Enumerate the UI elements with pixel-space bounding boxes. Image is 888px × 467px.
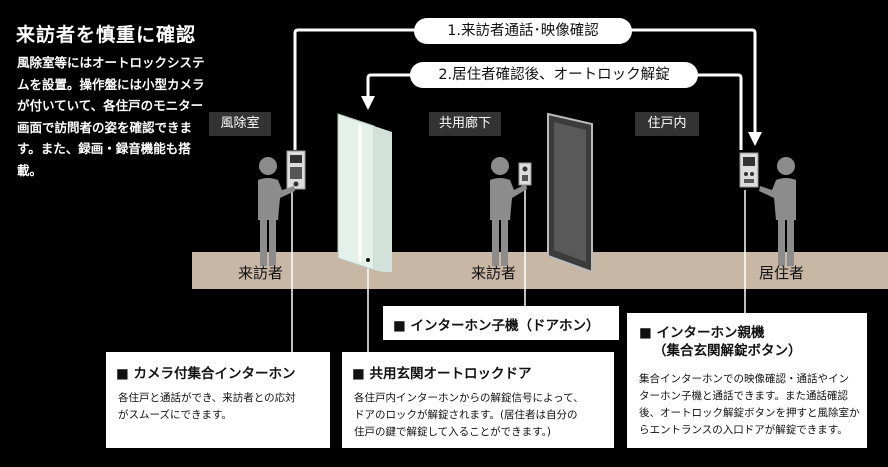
callout-master-unit: ■ インターホン親機 （集合玄関解錠ボタン） 集合インターホンでの映像確認・通話… (627, 313, 867, 448)
callout-autolock-door-body-3: 住戸の鍵で解錠して入ることができます。) (354, 426, 551, 438)
page-title: 来訪者を慎重に確認 (16, 24, 197, 46)
callout-camera-intercom: ■ カメラ付集合インターホン 各住戸と通話ができ、来訪者との応対 がスムーズにで… (106, 352, 330, 448)
callout-camera-intercom-heading: ■ カメラ付集合インターホン (116, 366, 296, 382)
master-unit-icon (739, 152, 759, 188)
callout-autolock-door-body-1: 各住戸内インターホンからの解錠信号によって、 (354, 392, 584, 404)
visitor-figure-1 (258, 157, 295, 266)
callout-master-unit-body-4: らエントランスの入口ドアが解錠できます。 (639, 424, 848, 436)
floor (192, 252, 888, 289)
glass-autolock-door (337, 113, 392, 272)
callout-autolock-door-heading: ■ 共用玄関オートロックドア (352, 366, 532, 382)
callout-master-unit-body-1: 集合インターホンでの映像確認・通話やイン (639, 373, 849, 385)
visitor-figure-2 (490, 157, 527, 266)
callout-door-phone: ■ インターホン子機（ドアホン） (383, 306, 619, 340)
zone-label-corridor: 共用廊下 (429, 112, 501, 136)
flow-step-2-label: 2.居住者確認後、オートロック解錠 (410, 62, 698, 88)
visitor-label-2: 来訪者 (471, 264, 517, 282)
zone-label-residence: 住戸内 (635, 112, 699, 136)
zone-label-vestibule: 風除室 (209, 112, 271, 136)
callout-door-phone-heading: ■ インターホン子機（ドアホン） (393, 318, 600, 334)
camera-intercom-icon (286, 150, 306, 190)
callout-autolock-door-body-2: ドアのロックが解錠されます。(居住者は自分の (354, 409, 578, 421)
visitor-label-1: 来訪者 (238, 264, 284, 282)
callout-master-unit-heading-2: （集合玄関解錠ボタン） (653, 343, 802, 359)
unit-door (547, 112, 593, 272)
flow-step-1-label: 1.来訪者通話･映像確認 (414, 18, 632, 44)
callout-camera-intercom-body-2: がスムーズにできます。 (118, 409, 232, 421)
resident-figure (759, 157, 796, 266)
callout-master-unit-body-3: 後、オートロック解錠ボタンを押すと風除室か (639, 407, 860, 419)
callout-camera-intercom-body-1: 各住戸と通話ができ、来訪者との応対 (118, 392, 296, 404)
resident-label: 居住者 (759, 264, 805, 282)
callout-autolock-door: ■ 共用玄関オートロックドア 各住戸内インターホンからの解錠信号によって、 ドア… (342, 352, 614, 448)
intro-text: 風除室等にはオートロックシステムを設置。操作盤には小型カメラが付いていて、各住戸… (17, 55, 205, 178)
callout-master-unit-heading-1: ■ インターホン親機 (639, 325, 765, 341)
callout-master-unit-body-2: ターホン子機と通話できます。また通話確認 (639, 390, 848, 402)
